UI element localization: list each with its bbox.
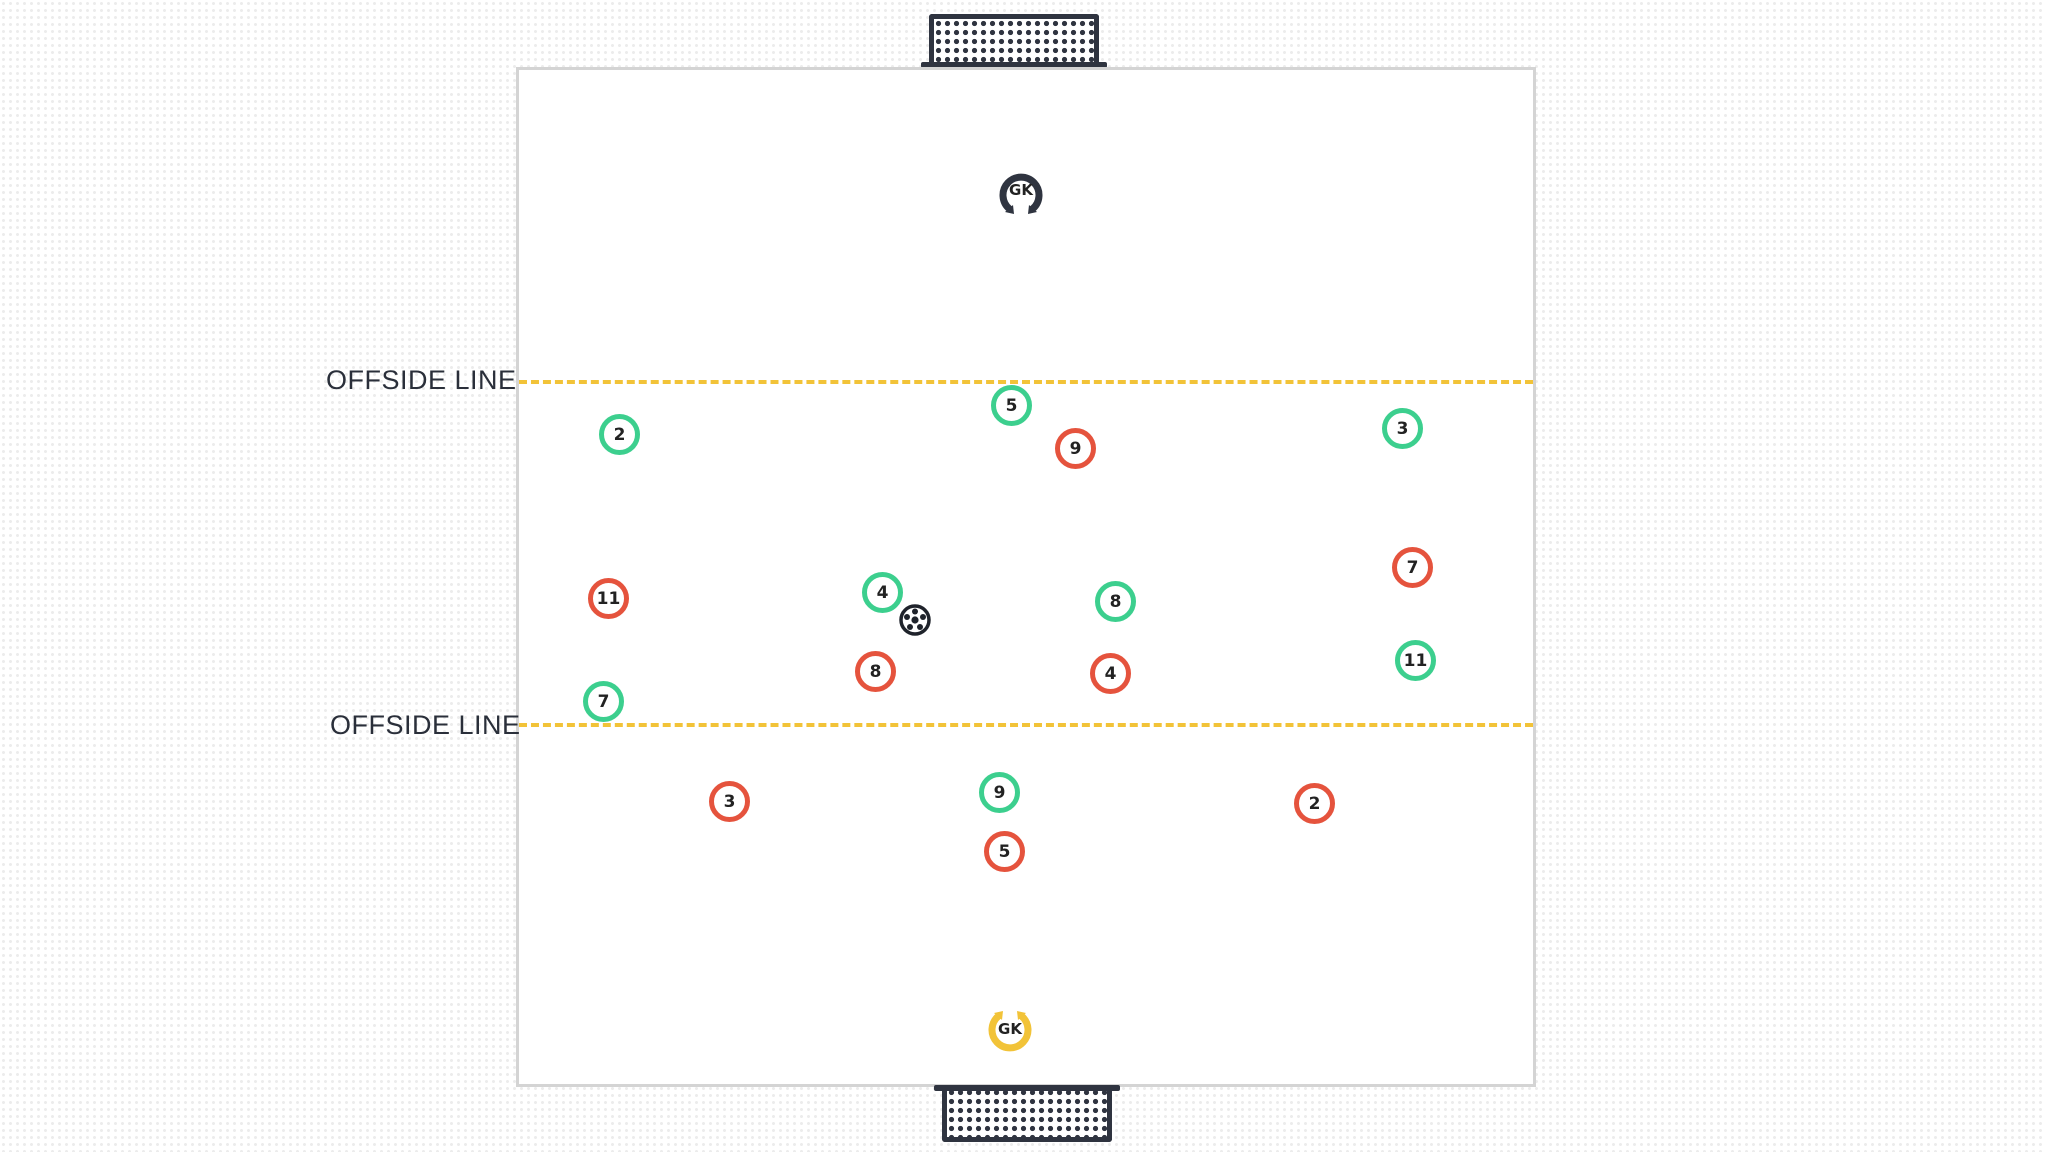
offside-line-label-bottom: OFFSIDE LINE — [330, 710, 521, 740]
green-player-2[interactable]: 2 — [599, 414, 640, 455]
offside-line-top — [519, 380, 1533, 384]
red-player-2[interactable]: 2 — [1294, 783, 1335, 824]
red-player-5[interactable]: 5 — [984, 831, 1025, 872]
green-player-3[interactable]: 3 — [1382, 408, 1423, 449]
offside-line-label-top: OFFSIDE LINE — [326, 365, 517, 395]
goalkeeper-bottom-label: GK — [998, 1020, 1022, 1038]
top-goal-line — [921, 62, 1107, 68]
soccer-ball-icon[interactable] — [899, 604, 931, 636]
goalkeeper-top-icon — [999, 173, 1043, 214]
goalkeeper-bottom[interactable]: GK — [984, 1006, 1036, 1058]
green-player-8[interactable]: 8 — [1095, 581, 1136, 622]
red-player-11[interactable]: 11 — [588, 578, 629, 619]
goalkeeper-top-label: GK — [1009, 181, 1033, 199]
top-goal-net-icon — [929, 14, 1099, 66]
goalkeeper-top[interactable]: GK — [995, 167, 1047, 219]
green-player-9[interactable]: 9 — [979, 772, 1020, 813]
goalkeeper-bottom-icon — [988, 1011, 1032, 1052]
red-player-8[interactable]: 8 — [855, 651, 896, 692]
red-player-7[interactable]: 7 — [1392, 547, 1433, 588]
bottom-goal-net-icon — [942, 1088, 1112, 1142]
red-player-4[interactable]: 4 — [1090, 653, 1131, 694]
red-player-3[interactable]: 3 — [709, 781, 750, 822]
red-player-9[interactable]: 9 — [1055, 428, 1096, 469]
green-player-7[interactable]: 7 — [583, 681, 624, 722]
green-player-5[interactable]: 5 — [991, 385, 1032, 426]
green-player-4[interactable]: 4 — [862, 572, 903, 613]
green-player-11[interactable]: 11 — [1395, 640, 1436, 681]
pitch-area — [516, 67, 1536, 1087]
bottom-goal-line — [934, 1085, 1120, 1091]
offside-line-bottom — [519, 723, 1533, 727]
